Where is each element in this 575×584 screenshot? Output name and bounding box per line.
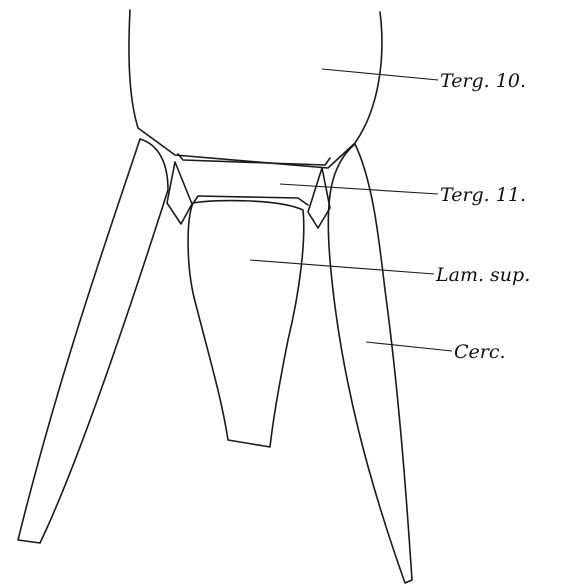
leader-lamina-supraanalis [250, 260, 434, 274]
left-cercus-outline [18, 139, 168, 543]
label-tergite-11: Terg. 11. [440, 184, 526, 206]
right-sclerite [308, 168, 330, 228]
label-cercus: Cerc. [454, 341, 506, 363]
tergite-10-outline [129, 10, 382, 168]
leader-cercus [366, 342, 452, 351]
lamina-supraanalis-outline [188, 201, 304, 447]
label-tergite-10: Terg. 10. [440, 70, 526, 92]
left-sclerite [167, 162, 192, 224]
leader-tergite-11 [280, 184, 438, 194]
right-cercus-outline [328, 144, 412, 583]
label-lamina-supraanalis: Lam. sup. [435, 264, 530, 286]
tergite-11-outline [178, 154, 330, 165]
